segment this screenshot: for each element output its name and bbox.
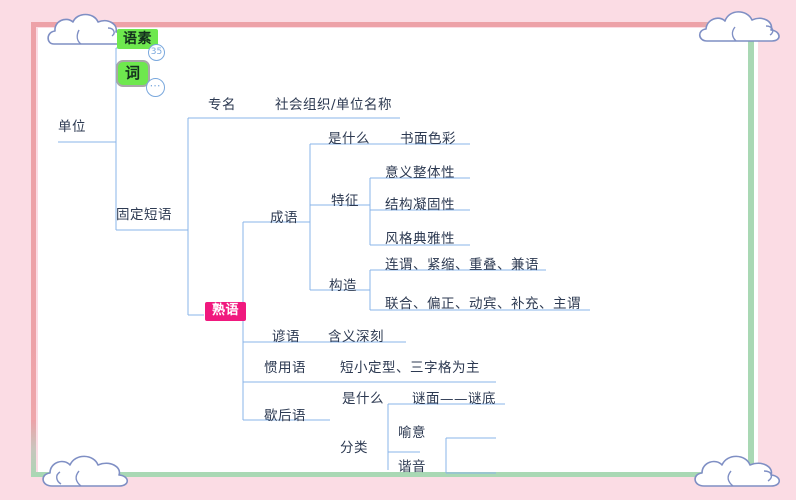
node-chengyu-feature-3[interactable]: 风格典雅性 bbox=[385, 231, 455, 247]
node-idiom-group[interactable]: 熟语 bbox=[205, 302, 247, 321]
cloud-bottom-left-icon bbox=[42, 455, 129, 487]
node-chengyu-structure[interactable]: 构造 bbox=[329, 278, 357, 294]
node-chengyu-feature-1[interactable]: 意义整体性 bbox=[385, 165, 455, 181]
node-xiehouyu-class-2[interactable]: 谐音 bbox=[398, 459, 426, 475]
node-xiehouyu-what[interactable]: 是什么 bbox=[342, 391, 384, 407]
node-xiehouyu[interactable]: 歇后语 bbox=[264, 408, 306, 424]
frame-stripe-top bbox=[32, 22, 760, 27]
node-chengyu[interactable]: 成语 bbox=[270, 210, 298, 226]
node-xiehouyu-what-detail[interactable]: 谜面——谜底 bbox=[412, 391, 496, 407]
frame-stripe-left bbox=[31, 22, 36, 477]
node-xiehouyu-class-1[interactable]: 喻意 bbox=[398, 425, 426, 441]
cloud-bottom-right-icon bbox=[694, 455, 781, 487]
node-proper-noun[interactable]: 专名 bbox=[208, 97, 236, 113]
cloud-top-right-icon bbox=[698, 11, 780, 42]
node-guanyongyu[interactable]: 惯用语 bbox=[264, 360, 306, 376]
cloud-top-left-icon bbox=[47, 13, 126, 45]
frame-stripe-bottom bbox=[36, 472, 754, 477]
node-chengyu-feature[interactable]: 特征 bbox=[331, 193, 359, 209]
node-yanyu[interactable]: 谚语 bbox=[272, 329, 300, 345]
frame-stripe-left-transition bbox=[31, 420, 36, 477]
node-root[interactable]: 单位 bbox=[58, 119, 86, 135]
node-count-badge[interactable]: 35 bbox=[148, 44, 165, 61]
node-xiehouyu-class[interactable]: 分类 bbox=[340, 440, 368, 456]
node-chengyu-what-detail[interactable]: 书面色彩 bbox=[400, 131, 456, 147]
node-chengyu-feature-2[interactable]: 结构凝固性 bbox=[385, 197, 455, 213]
node-guanyongyu-detail[interactable]: 短小定型、三字格为主 bbox=[340, 360, 480, 376]
node-yanyu-detail[interactable]: 含义深刻 bbox=[328, 329, 384, 345]
node-word[interactable]: 词 bbox=[116, 60, 150, 88]
frame-stripe-right bbox=[748, 27, 754, 477]
node-chengyu-what[interactable]: 是什么 bbox=[328, 131, 370, 147]
mindmap-canvas bbox=[38, 28, 758, 472]
node-chengyu-structure-1[interactable]: 连谓、紧缩、重叠、兼语 bbox=[385, 257, 539, 273]
node-more-badge[interactable]: ⋯ bbox=[146, 78, 165, 97]
node-morpheme[interactable]: 语素 bbox=[117, 29, 158, 50]
node-fixed-phrase[interactable]: 固定短语 bbox=[116, 207, 172, 223]
node-chengyu-structure-2[interactable]: 联合、偏正、动宾、补充、主谓 bbox=[385, 296, 581, 312]
node-proper-noun-detail[interactable]: 社会组织/单位名称 bbox=[275, 97, 393, 113]
